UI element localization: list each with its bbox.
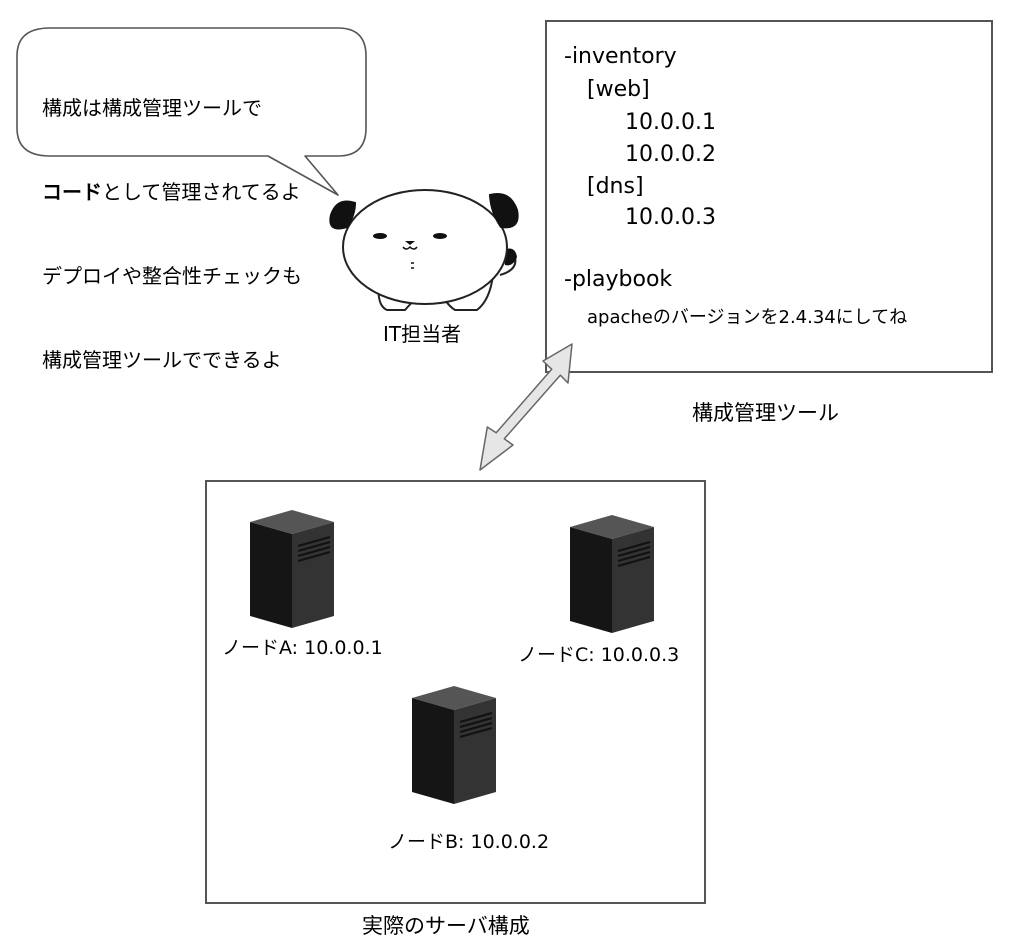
server-icon bbox=[412, 686, 496, 804]
dog-mascot-icon bbox=[329, 189, 519, 311]
config-tool-caption: 構成管理ツール bbox=[692, 401, 839, 425]
actual-server-caption: 実際のサーバ構成 bbox=[362, 914, 530, 938]
dns-host-1: 10.0.0.3 bbox=[625, 205, 716, 230]
server-icon bbox=[250, 510, 334, 628]
web-host-1: 10.0.0.1 bbox=[625, 110, 716, 135]
node-a-label: ノードA: 10.0.0.1 bbox=[222, 637, 383, 659]
node-b-label: ノードB: 10.0.0.2 bbox=[388, 831, 550, 853]
bubble-line-2: コードとして管理されてるよ bbox=[42, 178, 302, 206]
bubble-line-2-rest: として管理されてるよ bbox=[102, 180, 301, 204]
node-c-label: ノードC: 10.0.0.3 bbox=[518, 644, 680, 666]
bubble-code-emphasis: コード bbox=[42, 180, 102, 204]
bubble-line-4: 構成管理ツールでできるよ bbox=[42, 348, 282, 372]
dns-group-label: [dns] bbox=[587, 174, 644, 199]
speech-bubble-text: 構成は構成管理ツールで コードとして管理されてるよ デプロイや整合性チェックも … bbox=[42, 38, 302, 402]
bubble-line-1: 構成は構成管理ツールで bbox=[42, 96, 262, 120]
config-tool-panel: -inventory [web] 10.0.0.1 10.0.0.2 [dns]… bbox=[545, 20, 993, 373]
web-host-2: 10.0.0.2 bbox=[625, 142, 716, 167]
speech-bubble bbox=[16, 27, 367, 196]
sync-arrow-icon bbox=[479, 343, 573, 471]
bubble-line-3: デプロイや整合性チェックも bbox=[42, 264, 302, 288]
mascot-label: IT担当者 bbox=[383, 322, 462, 346]
web-group-label: [web] bbox=[587, 77, 650, 102]
server-icon bbox=[570, 515, 654, 633]
playbook-task: apacheのバージョンを2.4.34にしてね bbox=[587, 307, 908, 328]
playbook-heading: -playbook bbox=[564, 267, 673, 292]
inventory-heading: -inventory bbox=[564, 44, 677, 69]
